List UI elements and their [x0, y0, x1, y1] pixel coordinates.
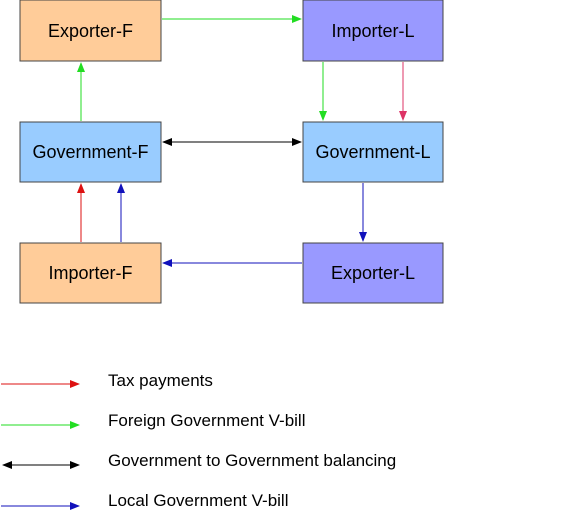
legend-item-tax-payments: Tax payments	[1, 371, 213, 390]
legend-label-gov-balancing: Government to Government balancing	[108, 451, 396, 470]
node-exporter-l-box	[302, 242, 444, 304]
node-exporter-l: Exporter-L	[302, 242, 444, 304]
node-government-f-label: Government-F	[32, 142, 148, 162]
node-government-l-label: Government-L	[315, 142, 430, 162]
node-importer-l: Importer-L	[302, 0, 444, 62]
node-importer-f: Importer-F	[19, 242, 162, 304]
legend-item-local-vbill: Local Government V-bill	[1, 491, 288, 510]
node-importer-l-label: Importer-L	[331, 21, 414, 41]
legend-item-foreign-vbill: Foreign Government V-bill	[1, 411, 305, 430]
legend: Tax payments Foreign Government V-bill G…	[1, 371, 396, 510]
node-importer-f-label: Importer-F	[48, 263, 132, 283]
node-government-l: Government-L	[302, 121, 444, 183]
node-exporter-l-label: Exporter-L	[331, 263, 415, 283]
legend-label-tax-payments: Tax payments	[108, 371, 213, 390]
node-government-l-box	[302, 121, 444, 183]
node-exporter-f-box	[19, 0, 162, 62]
node-importer-l-box	[302, 0, 444, 62]
node-exporter-f-label: Exporter-F	[48, 21, 133, 41]
legend-label-foreign-vbill: Foreign Government V-bill	[108, 411, 305, 430]
legend-label-local-vbill: Local Government V-bill	[108, 491, 288, 510]
node-government-f: Government-F	[19, 121, 162, 183]
node-exporter-f: Exporter-F	[19, 0, 162, 62]
node-government-f-box	[19, 121, 162, 183]
node-importer-f-box	[19, 242, 162, 304]
legend-item-gov-balancing: Government to Government balancing	[2, 451, 396, 470]
